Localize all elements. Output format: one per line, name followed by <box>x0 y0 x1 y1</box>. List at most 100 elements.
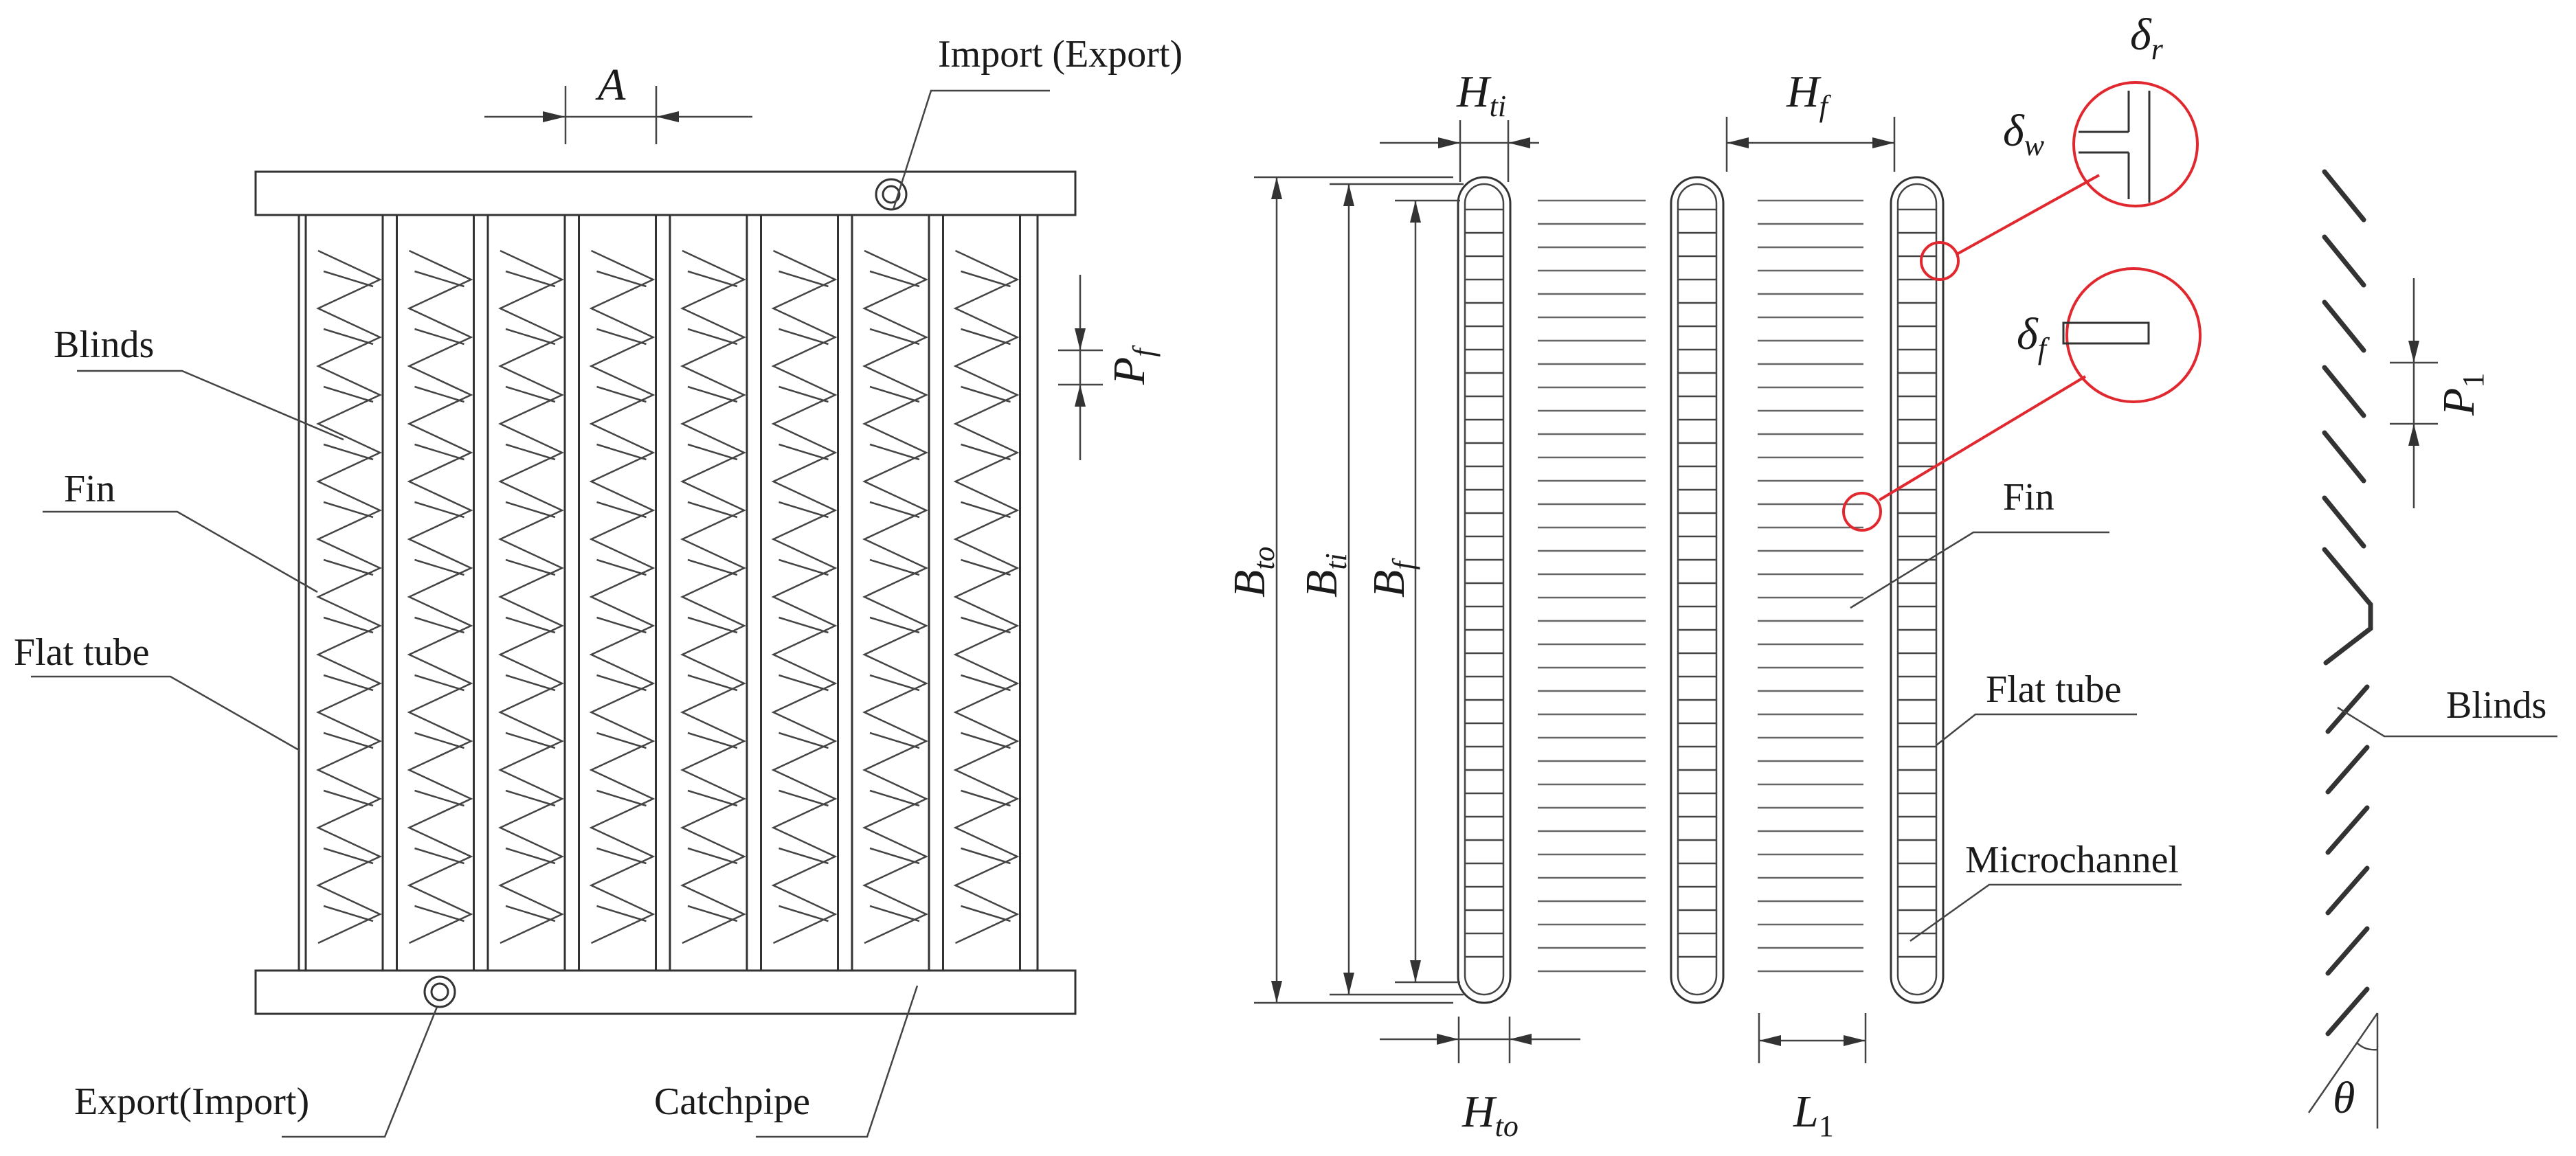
louver-blade-up <box>2322 365 2366 418</box>
detail-bubble-bottom <box>2065 267 2202 403</box>
label-flat-tube-mid: Flat tube <box>1986 668 2122 711</box>
blind-slat <box>869 328 920 345</box>
fin-zigzag <box>953 249 1020 944</box>
detail-marker-bottom <box>1842 492 1882 532</box>
label-blinds-left: Blinds <box>54 324 154 366</box>
label-blinds-right: Blinds <box>2446 684 2546 727</box>
dimension-Hf: Hf <box>1725 67 1896 172</box>
blind-slat <box>779 905 829 922</box>
blind-slat <box>779 558 829 576</box>
blind-slat <box>961 847 1011 865</box>
export-port-inner <box>430 982 449 1001</box>
fin-zigzag <box>316 249 382 944</box>
louver-blade-up <box>2322 234 2366 288</box>
blind-slat <box>414 385 464 403</box>
blind-slat <box>779 732 829 749</box>
dim-P1: P1 <box>2434 373 2490 416</box>
blind-slat <box>505 674 556 692</box>
blind-slat <box>505 328 556 345</box>
blind-slat <box>961 674 1011 692</box>
blind-slat <box>687 443 738 461</box>
blind-slat <box>779 847 829 865</box>
dim-Bf: Bf <box>1364 558 1420 598</box>
blind-slat <box>323 501 374 519</box>
louver-blade-down <box>2325 805 2370 855</box>
blind-slat <box>869 847 920 865</box>
tube-column <box>578 214 657 972</box>
louver-blade-up <box>2322 169 2366 223</box>
tube-column <box>396 214 475 972</box>
blind-slat <box>779 328 829 345</box>
flat-tube-inner <box>1677 183 1718 996</box>
louver-blade-down <box>2325 865 2370 916</box>
tube-column <box>942 214 1021 972</box>
blind-slat <box>414 616 464 634</box>
front-view: A Pf Import (Export) Export(Import) Catc… <box>14 33 1183 1138</box>
flat-tube-columns <box>304 214 1021 972</box>
detail-wall-rib: δr δw <box>1920 10 2199 281</box>
label-microchannel: Microchannel <box>1965 839 2179 881</box>
louver-blades <box>2322 169 2373 1036</box>
dim-Pf: Pf <box>1104 345 1161 385</box>
blind-slat <box>596 558 647 576</box>
louver-blade-up <box>2322 495 2366 549</box>
bottom-catchpipe <box>254 969 1077 1015</box>
tube-column <box>486 214 566 972</box>
blind-slat <box>687 789 738 807</box>
louver-blade-down <box>2325 926 2370 976</box>
blind-slat <box>505 789 556 807</box>
dim-theta: θ <box>2333 1073 2355 1123</box>
blind-slat <box>596 270 647 288</box>
blind-slat <box>505 558 556 576</box>
blind-slat <box>596 385 647 403</box>
blind-slat <box>687 328 738 345</box>
blind-slat <box>505 385 556 403</box>
tube-column <box>304 214 384 972</box>
blind-slat <box>961 443 1011 461</box>
flat-tube-inner <box>1896 183 1938 996</box>
blind-slat <box>779 789 829 807</box>
blind-slat <box>505 501 556 519</box>
fin-zigzag <box>680 249 746 944</box>
blind-slat <box>596 732 647 749</box>
label-fin-left: Fin <box>64 468 115 510</box>
dimension-P1: P1 <box>2390 278 2490 508</box>
angle-theta: θ <box>2307 1012 2379 1129</box>
louver-blade-up <box>2322 430 2366 484</box>
blind-slat <box>596 847 647 865</box>
blind-slat <box>323 385 374 403</box>
dim-Hf: Hf <box>1786 67 1832 123</box>
fin-zigzags <box>316 249 1020 944</box>
dim-Hto: Hto <box>1461 1087 1519 1143</box>
blind-slat <box>323 270 374 288</box>
blind-slat <box>961 328 1011 345</box>
label-export-import: Export(Import) <box>74 1080 309 1123</box>
blind-slat <box>414 905 464 922</box>
blind-slat <box>596 789 647 807</box>
blind-slat <box>869 616 920 634</box>
microchannel-tubes <box>1457 176 1945 1004</box>
blind-slat <box>323 905 374 922</box>
dimension-Pf: Pf <box>1058 275 1161 460</box>
blind-slat <box>323 732 374 749</box>
blind-slat <box>414 443 464 461</box>
dimension-Hto: Hto <box>1380 1017 1580 1143</box>
fin-zigzag <box>589 249 656 944</box>
blind-slat <box>505 905 556 922</box>
blind-slat <box>414 674 464 692</box>
blind-slat <box>687 847 738 865</box>
fin-zigzag <box>498 249 564 944</box>
top-header-pipe <box>254 170 1077 216</box>
blind-slat <box>961 385 1011 403</box>
dim-A: A <box>595 60 626 110</box>
blind-slat <box>596 328 647 345</box>
blind-slat <box>869 789 920 807</box>
side-view: Hti Hf Hto L1 <box>1224 10 2202 1143</box>
detail-bubble-top <box>2072 81 2199 207</box>
flat-tube-outer <box>1457 176 1512 1004</box>
blind-slat <box>323 674 374 692</box>
dimension-L1: L1 <box>1758 1013 1867 1143</box>
blind-slat <box>505 847 556 865</box>
blind-slat <box>961 789 1011 807</box>
dimension-Bti: Bti <box>1297 183 1464 996</box>
